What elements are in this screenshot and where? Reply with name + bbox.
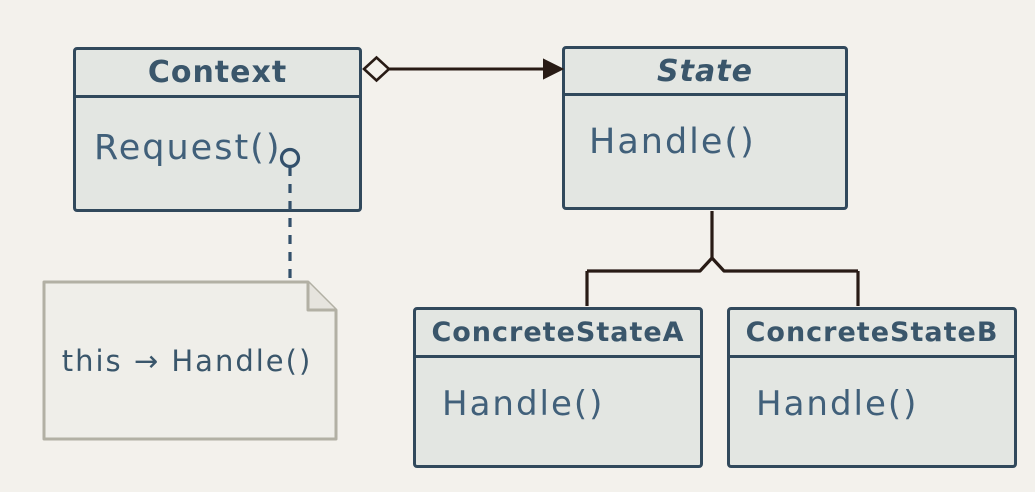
note-shape bbox=[42, 280, 338, 441]
arrowhead-icon bbox=[543, 58, 565, 80]
class-box-concrete-state-b: ConcreteStateB Handle() bbox=[727, 307, 1017, 468]
class-box-concrete-state-a: ConcreteStateA Handle() bbox=[413, 307, 703, 468]
note-outline bbox=[42, 280, 338, 441]
method-concrete-state-a-handle: Handle() bbox=[442, 384, 605, 424]
class-box-context: Context Request() bbox=[73, 47, 362, 212]
class-header-state: State bbox=[565, 49, 845, 96]
class-body-context: Request() bbox=[76, 98, 359, 168]
method-concrete-state-b-handle: Handle() bbox=[756, 384, 919, 424]
class-header-context: Context bbox=[76, 50, 359, 98]
class-name-concrete-state-b: ConcreteStateB bbox=[745, 317, 999, 348]
class-body-concrete-state-a: Handle() bbox=[416, 358, 700, 424]
note-text: this → Handle() bbox=[61, 343, 313, 378]
method-state-handle: Handle() bbox=[589, 122, 756, 162]
class-body-state: Handle() bbox=[565, 96, 845, 162]
class-name-concrete-state-a: ConcreteStateA bbox=[431, 317, 685, 348]
class-name-state: State bbox=[657, 53, 753, 89]
uml-note: this → Handle() bbox=[42, 280, 338, 441]
note-fold-corner-icon bbox=[306, 282, 336, 312]
class-header-concrete-state-b: ConcreteStateB bbox=[730, 310, 1014, 358]
class-name-context: Context bbox=[147, 55, 288, 90]
aggregation-diamond-icon bbox=[362, 55, 391, 83]
inheritance-branch-line bbox=[587, 256, 858, 273]
class-body-concrete-state-b: Handle() bbox=[730, 358, 1014, 424]
class-header-concrete-state-a: ConcreteStateA bbox=[416, 310, 700, 358]
method-context-request: Request() bbox=[94, 128, 282, 168]
class-box-state: State Handle() bbox=[562, 46, 848, 210]
